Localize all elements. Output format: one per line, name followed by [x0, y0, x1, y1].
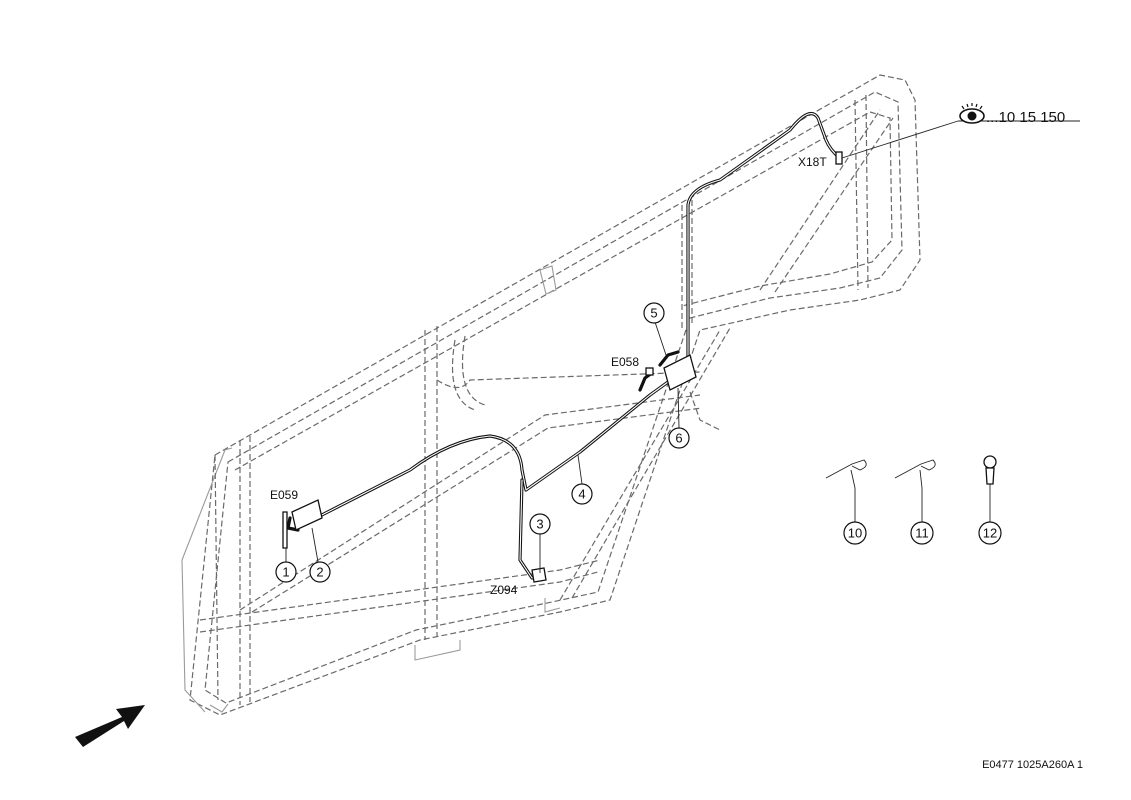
callout-1: 1: [275, 561, 297, 583]
door-frame: [181, 74, 921, 716]
reference-text: ...10 15 150: [986, 109, 1065, 126]
cable-tie-10: [825, 459, 867, 489]
svg-text:4: 4: [578, 487, 585, 502]
connector-e058: [645, 367, 654, 376]
callout-6: 6: [668, 427, 690, 449]
svg-text:12: 12: [983, 526, 997, 541]
cable-harness: [286, 112, 842, 580]
svg-text:6: 6: [675, 431, 682, 446]
svg-text:10: 10: [848, 526, 862, 541]
label-z094: Z094: [490, 583, 518, 597]
control-unit-6: [663, 354, 697, 391]
svg-text:11: 11: [915, 526, 929, 541]
connector-x18t: [835, 151, 843, 165]
callout-11: 11: [910, 521, 934, 545]
drawing-id: E0477 1025A260A 1: [982, 759, 1083, 771]
callout-12: 12: [978, 521, 1002, 545]
clip-12: [983, 455, 997, 485]
label-x18t: X18T: [798, 155, 827, 169]
svg-text:1: 1: [282, 565, 289, 580]
callout-4: 4: [571, 483, 593, 505]
callout-10: 10: [843, 521, 867, 545]
connector-1: [282, 511, 288, 549]
callout-3: 3: [529, 513, 551, 535]
arrow-icon: [75, 705, 145, 747]
eye-icon: [959, 103, 985, 124]
svg-text:3: 3: [536, 517, 543, 532]
svg-text:5: 5: [650, 306, 657, 321]
svg-text:2: 2: [316, 565, 323, 580]
label-e058: E058: [611, 355, 639, 369]
callout-2: 2: [309, 561, 331, 583]
connector-3: [531, 567, 547, 583]
cable-tie-11: [894, 459, 936, 489]
label-e059: E059: [270, 488, 298, 502]
control-unit-2: [291, 499, 323, 531]
callout-5: 5: [643, 302, 665, 324]
